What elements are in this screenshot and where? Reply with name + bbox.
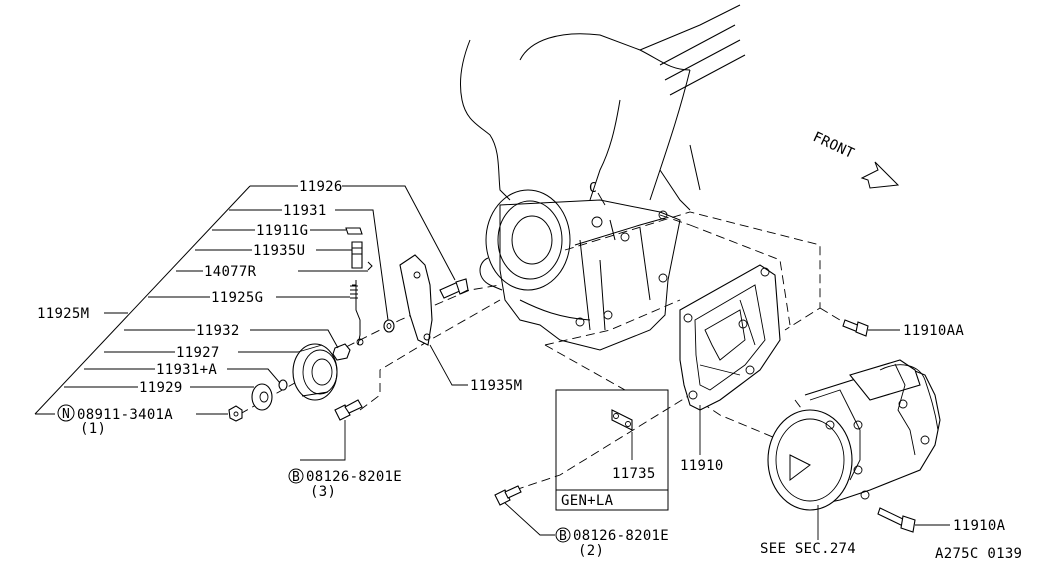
front-arrow-icon [860,161,900,189]
b-circle-left [288,468,304,484]
see-section-label: SEE SEC.274 [760,541,856,557]
bolt-11910a [877,507,916,533]
bracket-11910 [679,264,781,411]
b-circle-lower [555,527,571,543]
n-circle [57,404,75,422]
stud-11935u [351,241,363,269]
label-11929: 11929 [139,380,183,396]
label-11911g: 11911G [256,223,308,239]
n-prefix: N [62,407,70,422]
leader-bolt-left [300,420,346,461]
label-11931: 11931 [283,203,327,219]
label-11931a: 11931+A [156,362,217,378]
label-11925g: 11925G [211,290,263,306]
b-prefix-left: B [292,470,300,485]
label-11735: 11735 [612,466,656,482]
bracket-11935m [399,254,433,346]
front-label: FRONT [810,129,857,162]
nut-11932 [332,343,351,361]
label-11935u: 11935U [253,243,305,259]
label-11925m: 11925M [37,306,89,322]
idler-pulley-11927 [292,343,338,401]
bolt-11926 [439,278,469,299]
bolt-08126-left [334,399,363,421]
nut-qty: (1) [80,421,106,437]
nut-08911 [228,405,243,422]
label-14077r: 14077R [204,264,257,280]
bolt-lower-qty: (2) [578,543,604,559]
label-11910: 11910 [680,458,724,474]
leader-bolt-lower [504,502,555,536]
gen-la-label: GEN+LA [561,493,614,509]
label-11932: 11932 [196,323,240,339]
clip-14077r [367,261,373,271]
reference-code: A275C 0139 [935,546,1022,562]
bolt-11910aa [842,319,869,337]
bolt-left-qty: (3) [310,484,336,500]
compressor [767,359,941,511]
engine-block [459,4,746,351]
callout-ladder [34,185,456,415]
clip-11735 [611,409,633,431]
rod-11925g [350,280,364,346]
label-08911: 08911-3401A [77,407,173,423]
washer-11931 [383,319,395,333]
b-prefix-lower: B [559,529,567,544]
washer-11931a [278,379,288,391]
bolt-08126-lower [494,485,522,506]
washer-11929 [251,383,273,411]
gen-la-box [555,389,669,511]
label-11935m: 11935M [470,378,522,394]
leader-11935m [429,344,468,386]
label-11910aa: 11910AA [903,323,964,339]
label-11910a: 11910A [953,518,1006,534]
clip-11911g [345,227,363,235]
bolt-left-code: 08126-8201E [306,469,402,485]
label-11926: 11926 [299,179,343,195]
label-11927: 11927 [176,345,220,361]
c-mark: C [589,181,597,196]
bolt-lower-code: 08126-8201E [573,528,669,544]
